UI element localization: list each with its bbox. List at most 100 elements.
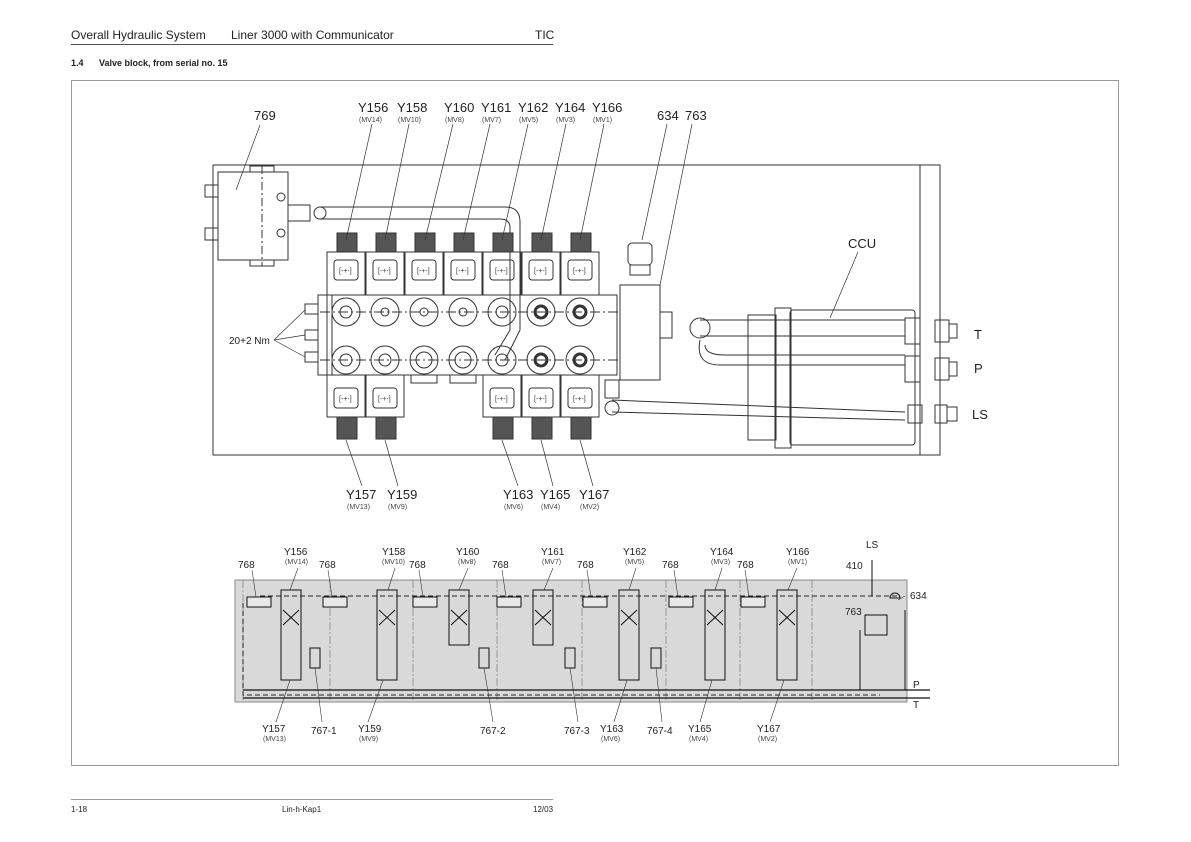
schem-bottom-id: 767-3 — [564, 726, 590, 737]
section-title: Valve block, from serial no. 15 — [99, 58, 228, 68]
label-port-p: P — [974, 361, 983, 376]
doc-date: 12/03 — [533, 805, 554, 814]
bottom-valve-mv: (MV4) — [541, 504, 560, 511]
label-torque: 20+2 Nm — [229, 336, 270, 347]
top-valve-id: Y160 — [444, 100, 474, 115]
label-763: 763 — [685, 108, 707, 123]
top-valve-id: Y161 — [481, 100, 511, 115]
svg-text:[-+-]: [-+-] — [378, 396, 391, 403]
label-769: 769 — [254, 108, 276, 123]
top-valve-id: Y164 — [555, 100, 585, 115]
shuttle-valve — [668, 596, 694, 608]
bottom-valve-id: Y167 — [579, 487, 609, 502]
label-634: 634 — [657, 108, 679, 123]
shuttle-valve — [412, 596, 438, 608]
top-valve-labels: Y156 (MV14) Y158 (MV10) Y160 (MV8) Y161 … — [358, 100, 622, 124]
line-p-label: P — [913, 680, 920, 691]
schem-valve-id: Y161 — [541, 547, 565, 558]
port-fittings — [904, 317, 958, 424]
bottom-valve-mv: (MV6) — [504, 504, 523, 511]
pipe-p — [698, 339, 905, 366]
valve-section: [-+-] — [404, 232, 444, 384]
shuttle-valve — [582, 596, 608, 608]
bottom-valve-id: Y165 — [540, 487, 570, 502]
schem-valve-id: Y162 — [623, 547, 647, 558]
schem-valve-mv: (MV10) — [382, 559, 405, 566]
bottom-valve-mv: (MV2) — [580, 504, 599, 511]
bottom-valve-id: Y159 — [387, 487, 417, 502]
relief-634 — [889, 592, 901, 599]
directional-valve — [532, 589, 554, 646]
schem-bottom-mv: (MV13) — [263, 736, 286, 743]
bottom-valve-id: Y163 — [503, 487, 533, 502]
shuttle-valve — [740, 596, 766, 608]
schem-valve-id: Y160 — [456, 547, 480, 558]
valve-section: [-+-] — [443, 232, 483, 384]
page-header: Overall Hydraulic System Liner 3000 with… — [71, 28, 554, 44]
schem-763-label: 763 — [845, 607, 862, 618]
footer-rule — [71, 799, 553, 800]
svg-text:[-+-]: [-+-] — [534, 396, 547, 403]
shuttle-label: 768 — [662, 560, 679, 571]
valve-section: [-+-] [-+-] — [521, 232, 561, 440]
shuttle-label: 768 — [409, 560, 426, 571]
top-valve-mv: (MV8) — [445, 117, 464, 124]
schem-bottom-mv: (MV9) — [359, 736, 378, 743]
shuttle-label: 768 — [737, 560, 754, 571]
top-valve-id: Y162 — [518, 100, 548, 115]
shuttle-valve — [246, 596, 272, 608]
valve-section: [-+-] [-+-] — [560, 232, 600, 440]
bottom-valve-mv: (MV13) — [347, 504, 370, 511]
schem-valve-id: Y166 — [786, 547, 810, 558]
shuttle-valves — [246, 596, 766, 608]
schem-valve-mv: (MV7) — [542, 559, 561, 566]
svg-text:[-+-]: [-+-] — [495, 396, 508, 403]
svg-text:[-+-]: [-+-] — [495, 268, 508, 275]
schem-valve-mv: (MV3) — [711, 559, 730, 566]
svg-text:[-+-]: [-+-] — [456, 268, 469, 275]
page-number: 1-18 — [71, 805, 88, 814]
schem-bottom-mv: (MV4) — [689, 736, 708, 743]
label-port-t: T — [974, 327, 982, 342]
chapter-title: Overall Hydraulic System — [71, 28, 206, 42]
valve-section: [-+-] [-+-] — [365, 232, 405, 440]
schem-bottom-id: Y165 — [688, 724, 712, 735]
doc-code: Lin-h-Kap1 — [282, 805, 322, 814]
schem-634-label: 634 — [910, 591, 927, 602]
schem-valve-mv: (MV14) — [285, 559, 308, 566]
top-valve-mv: (MV14) — [359, 117, 382, 124]
svg-text:[-+-]: [-+-] — [339, 268, 352, 275]
schematic-bottom-labels: Y157 (MV13) 767-1 Y159 (MV9) 767-2 767-3… — [262, 724, 781, 743]
schem-bottom-id: Y163 — [600, 724, 624, 735]
bottom-valve-mv: (MV9) — [388, 504, 407, 511]
top-valve-mv: (MV10) — [398, 117, 421, 124]
distribution-block-769 — [204, 165, 327, 267]
schem-valve-id: Y158 — [382, 547, 406, 558]
schem-bottom-mv: (MV2) — [758, 736, 777, 743]
top-valve-mv: (MV3) — [556, 117, 575, 124]
shuttle-label: 768 — [319, 560, 336, 571]
valve-section: [-+-] [-+-] — [326, 232, 366, 440]
schem-valve-mv: (Mv8) — [458, 559, 476, 566]
directional-valve — [280, 589, 302, 681]
schem-bottom-id: 767-2 — [480, 726, 506, 737]
shuttle-label: 768 — [577, 560, 594, 571]
schem-bottom-id: 767-4 — [647, 726, 673, 737]
ccu-unit — [747, 307, 916, 449]
label-ccu: CCU — [848, 236, 876, 251]
schem-bottom-mv: (MV6) — [601, 736, 620, 743]
schem-valve-id: Y156 — [284, 547, 308, 558]
shuttle-valve — [322, 596, 348, 608]
section-number: 1.4 — [71, 58, 84, 68]
schem-bottom-id: Y159 — [358, 724, 382, 735]
valve-sections: [-+-] [-+-] [-+-] [-+-] [-+-] — [326, 232, 600, 440]
compensator-763 — [864, 614, 888, 636]
shuttle-labels: 768 768 768 768 768 768 768 — [238, 560, 754, 571]
top-valve-id: Y166 — [592, 100, 622, 115]
top-valve-id: Y156 — [358, 100, 388, 115]
figure-frame — [71, 80, 1119, 766]
shuttle-valve — [496, 596, 522, 608]
svg-text:[-+-]: [-+-] — [417, 268, 430, 275]
bottom-valve-labels: Y157 (MV13) Y159 (MV9) Y163 (MV6) Y165 (… — [346, 487, 609, 511]
schem-valve-mv: (MV5) — [625, 559, 644, 566]
